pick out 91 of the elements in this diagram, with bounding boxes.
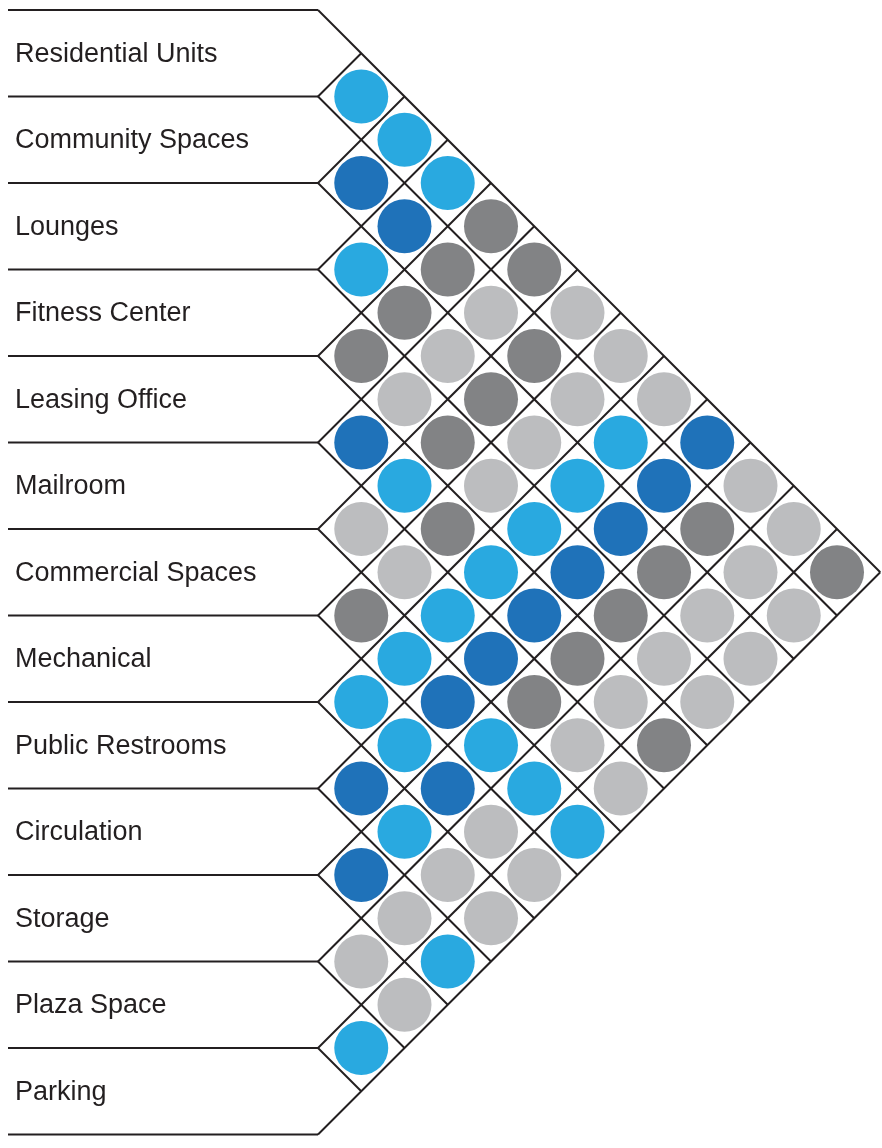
- row-label: Mailroom: [8, 444, 127, 527]
- matrix-dot: [464, 199, 518, 254]
- matrix-dot: [810, 545, 864, 600]
- matrix-dot: [680, 415, 735, 470]
- matrix-dot: [464, 718, 518, 773]
- matrix-dot: [420, 588, 475, 643]
- matrix-dot: [593, 502, 648, 556]
- matrix-dot: [593, 329, 648, 383]
- row-label: Leasing Office: [8, 358, 188, 441]
- matrix-dot: [464, 458, 518, 513]
- row-label: Public Restrooms: [8, 704, 227, 787]
- matrix-dot: [377, 891, 432, 946]
- row-label: Parking: [8, 1050, 107, 1133]
- matrix-dot: [723, 545, 778, 600]
- matrix-dot: [507, 329, 562, 383]
- matrix-dot: [507, 848, 562, 902]
- matrix-dot: [464, 804, 518, 859]
- row-label: Circulation: [8, 790, 143, 873]
- matrix-dot: [550, 804, 605, 859]
- matrix-dot: [420, 761, 475, 816]
- matrix-dot: [334, 69, 389, 124]
- matrix-dot: [507, 502, 562, 556]
- matrix-dot: [507, 761, 562, 816]
- matrix-dot: [593, 415, 648, 470]
- matrix-dot: [377, 112, 432, 167]
- matrix-dot: [334, 502, 389, 556]
- matrix-dot: [334, 329, 389, 383]
- matrix-dot: [334, 156, 389, 210]
- matrix-dot: [377, 977, 432, 1032]
- matrix-dot: [377, 545, 432, 600]
- matrix-dot: [593, 675, 648, 729]
- row-label: Commercial Spaces: [8, 531, 257, 614]
- matrix-dot: [507, 588, 562, 643]
- matrix-dot: [550, 631, 605, 686]
- matrix-dot: [593, 588, 648, 643]
- matrix-dot: [377, 285, 432, 340]
- matrix-dot: [550, 458, 605, 513]
- matrix-dot: [550, 718, 605, 773]
- matrix-dot: [420, 242, 475, 297]
- matrix-dot: [464, 372, 518, 427]
- matrix-dot: [334, 761, 389, 816]
- matrix-dot: [593, 761, 648, 816]
- row-label: Residential Units: [8, 12, 218, 95]
- matrix-dot: [377, 458, 432, 513]
- matrix-dot: [334, 588, 389, 643]
- matrix-dot: [334, 934, 389, 989]
- matrix-dot: [420, 848, 475, 902]
- row-label: Fitness Center: [8, 271, 191, 354]
- row-label: Mechanical: [8, 617, 152, 700]
- matrix-dot: [420, 934, 475, 989]
- row-label: Lounges: [8, 185, 119, 268]
- matrix-dot: [334, 242, 389, 297]
- matrix-dot: [550, 545, 605, 600]
- matrix-dot: [766, 502, 821, 556]
- matrix-dot: [464, 285, 518, 340]
- matrix-dot: [334, 1021, 389, 1075]
- matrix-dot: [464, 891, 518, 946]
- matrix-dot: [507, 242, 562, 297]
- matrix-dot: [680, 588, 735, 643]
- matrix-dot: [637, 458, 691, 513]
- matrix-dot: [637, 545, 691, 600]
- matrix-dot: [550, 372, 605, 427]
- matrix-dot: [637, 631, 691, 686]
- matrix-dot: [680, 502, 735, 556]
- matrix-dot: [550, 285, 605, 340]
- matrix-dot: [766, 588, 821, 643]
- matrix-dot: [723, 458, 778, 513]
- matrix-dot: [377, 199, 432, 254]
- matrix-dot: [420, 156, 475, 210]
- matrix-dot: [334, 675, 389, 729]
- matrix-dot: [723, 631, 778, 686]
- matrix-dot: [637, 372, 691, 427]
- matrix-dot: [377, 804, 432, 859]
- row-label: Community Spaces: [8, 98, 250, 181]
- matrix-dot: [334, 848, 389, 902]
- matrix-dot: [334, 415, 389, 470]
- row-label: Plaza Space: [8, 963, 167, 1046]
- matrix-dot: [420, 329, 475, 383]
- matrix-dot: [464, 631, 518, 686]
- matrix-dot: [377, 718, 432, 773]
- matrix-dot: [377, 631, 432, 686]
- matrix-dot: [377, 372, 432, 427]
- matrix-dot: [420, 415, 475, 470]
- row-label: Storage: [8, 877, 110, 960]
- matrix-dot: [637, 718, 691, 773]
- matrix-dot: [507, 415, 562, 470]
- matrix-dot: [420, 675, 475, 729]
- matrix-dot: [507, 675, 562, 729]
- matrix-dot: [464, 545, 518, 600]
- matrix-dot: [420, 502, 475, 556]
- matrix-dot: [680, 675, 735, 729]
